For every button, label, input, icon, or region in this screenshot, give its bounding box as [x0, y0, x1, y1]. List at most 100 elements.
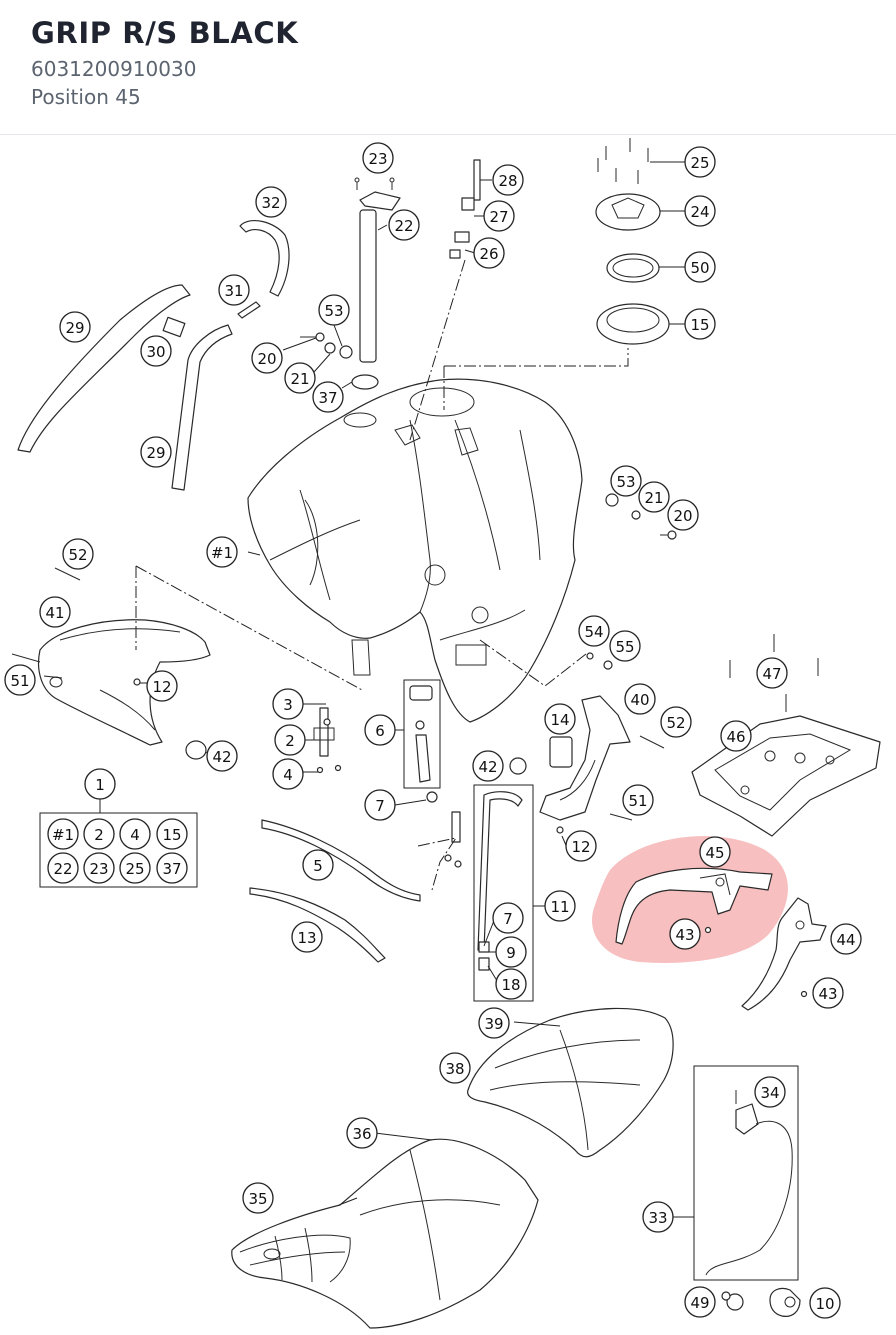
callout-bubble[interactable]: 20: [251, 342, 283, 374]
callout-bubble[interactable]: 24: [684, 195, 716, 227]
callout-bubble[interactable]: 43: [812, 977, 844, 1009]
o-ring-37[interactable]: [351, 374, 379, 390]
callout-bubble[interactable]: 47: [756, 657, 788, 689]
callout-bubble[interactable]: 33: [642, 1201, 674, 1233]
callout-bubble[interactable]: 22: [47, 852, 79, 884]
callout-bubble[interactable]: 54: [578, 615, 610, 647]
callout-bubble[interactable]: 21: [638, 481, 670, 513]
rear-seat-38[interactable]: [467, 1007, 674, 1158]
luggage-carrier-46[interactable]: [691, 715, 881, 837]
grommet-42-mid[interactable]: [509, 757, 527, 775]
callout-bubble[interactable]: 21: [284, 362, 316, 394]
grip-44[interactable]: [741, 897, 827, 1011]
callout-bubble[interactable]: 52: [660, 706, 692, 738]
callout-bubble[interactable]: 49: [684, 1286, 716, 1318]
callout-bubble[interactable]: 52: [62, 538, 94, 570]
fuel-connector-6[interactable]: [409, 685, 433, 783]
callout-bubble[interactable]: 11: [544, 890, 576, 922]
callout-bubble[interactable]: 32: [255, 186, 287, 218]
callout-bubble[interactable]: 12: [565, 830, 597, 862]
bolt-54[interactable]: [586, 652, 594, 660]
lock-cylinder-10[interactable]: [769, 1287, 801, 1317]
callout-bubble[interactable]: 31: [218, 274, 250, 306]
rubber-14[interactable]: [549, 736, 573, 768]
callout-bubble[interactable]: 15: [156, 818, 188, 850]
screw-43-lower[interactable]: [800, 990, 808, 998]
grip-45[interactable]: [615, 867, 773, 945]
seat-lock-cable[interactable]: [705, 1090, 793, 1276]
side-panel-41[interactable]: [37, 619, 211, 746]
breather-hose-32[interactable]: [239, 219, 290, 297]
callout-bubble[interactable]: 23: [362, 142, 394, 174]
fuel-pump-fitting[interactable]: [444, 811, 462, 868]
callout-bubble[interactable]: 25: [119, 852, 151, 884]
callout-bubble[interactable]: 36: [346, 1117, 378, 1149]
callout-bubble[interactable]: 40: [624, 683, 656, 715]
callout-bubble[interactable]: 10: [809, 1287, 841, 1319]
callout-bubble[interactable]: 53: [610, 465, 642, 497]
callout-bubble[interactable]: 46: [720, 720, 752, 752]
screw-12-right[interactable]: [556, 826, 564, 834]
bolt-51-left[interactable]: [11, 653, 41, 663]
callout-bubble[interactable]: 4: [272, 758, 304, 790]
callout-bubble[interactable]: 14: [544, 703, 576, 735]
fuel-line-11[interactable]: [477, 791, 523, 951]
callout-bubble[interactable]: #1: [47, 818, 79, 850]
callout-bubble[interactable]: 30: [140, 335, 172, 367]
bracket-40[interactable]: [539, 695, 631, 821]
connector-18[interactable]: [478, 957, 490, 971]
grommet-42-left[interactable]: [185, 740, 207, 760]
callout-bubble[interactable]: 13: [291, 921, 323, 953]
callout-bubble[interactable]: 43: [669, 918, 701, 950]
callout-bubble[interactable]: 1: [84, 768, 116, 800]
clamp-7-lower[interactable]: [478, 941, 490, 953]
callout-bubble[interactable]: 2: [83, 818, 115, 850]
callout-bubble[interactable]: 51: [4, 664, 36, 696]
callout-bubble[interactable]: 12: [146, 670, 178, 702]
screw-12-left[interactable]: [133, 678, 141, 686]
callout-bubble[interactable]: 34: [754, 1076, 786, 1108]
callout-bubble[interactable]: 15: [684, 308, 716, 340]
callout-bubble[interactable]: 38: [439, 1052, 471, 1084]
fuel-cap-assembly[interactable]: [595, 138, 670, 345]
callout-bubble[interactable]: #1: [206, 536, 238, 568]
callout-bubble[interactable]: 2: [274, 724, 306, 756]
callout-bubble[interactable]: 44: [830, 923, 862, 955]
screws-47[interactable]: [729, 634, 819, 712]
bolt-52-right[interactable]: [639, 735, 665, 749]
callout-bubble[interactable]: 41: [39, 596, 71, 628]
fuel-hose-5[interactable]: [261, 819, 421, 902]
hose-clip-30[interactable]: [162, 316, 186, 338]
callout-bubble[interactable]: 29: [140, 436, 172, 468]
callout-bubble[interactable]: 50: [684, 251, 716, 283]
callout-bubble[interactable]: 45: [699, 836, 731, 868]
callout-bubble[interactable]: 42: [206, 740, 238, 772]
callout-bubble[interactable]: 51: [622, 784, 654, 816]
screw-43-upper[interactable]: [704, 926, 712, 934]
callout-bubble[interactable]: 9: [495, 936, 527, 968]
lock-49[interactable]: [721, 1291, 744, 1311]
callout-bubble[interactable]: 42: [472, 750, 504, 782]
callout-bubble[interactable]: 18: [495, 968, 527, 1000]
bolt-52-left[interactable]: [54, 567, 81, 581]
bolts-upper-left[interactable]: [300, 332, 353, 359]
callout-bubble[interactable]: 35: [242, 1182, 274, 1214]
bolts-right[interactable]: [605, 493, 677, 540]
callout-bubble[interactable]: 37: [312, 381, 344, 413]
callout-bubble[interactable]: 37: [156, 852, 188, 884]
tank-vent-parts[interactable]: [449, 159, 481, 259]
callout-bubble[interactable]: 53: [318, 294, 350, 326]
fuel-tank[interactable]: [247, 378, 583, 723]
callout-bubble[interactable]: 39: [478, 1007, 510, 1039]
callout-bubble[interactable]: 4: [119, 818, 151, 850]
filler-neck[interactable]: [354, 177, 401, 363]
callout-bubble[interactable]: 28: [492, 164, 524, 196]
nut-55[interactable]: [603, 660, 613, 670]
bolt-51-right[interactable]: [609, 813, 633, 821]
callout-bubble[interactable]: 29: [59, 311, 91, 343]
hose-connector-31[interactable]: [237, 301, 261, 319]
callout-bubble[interactable]: 27: [483, 200, 515, 232]
callout-bubble[interactable]: 6: [364, 714, 396, 746]
front-seat[interactable]: [231, 1138, 539, 1329]
clamp-7-upper[interactable]: [426, 791, 438, 803]
